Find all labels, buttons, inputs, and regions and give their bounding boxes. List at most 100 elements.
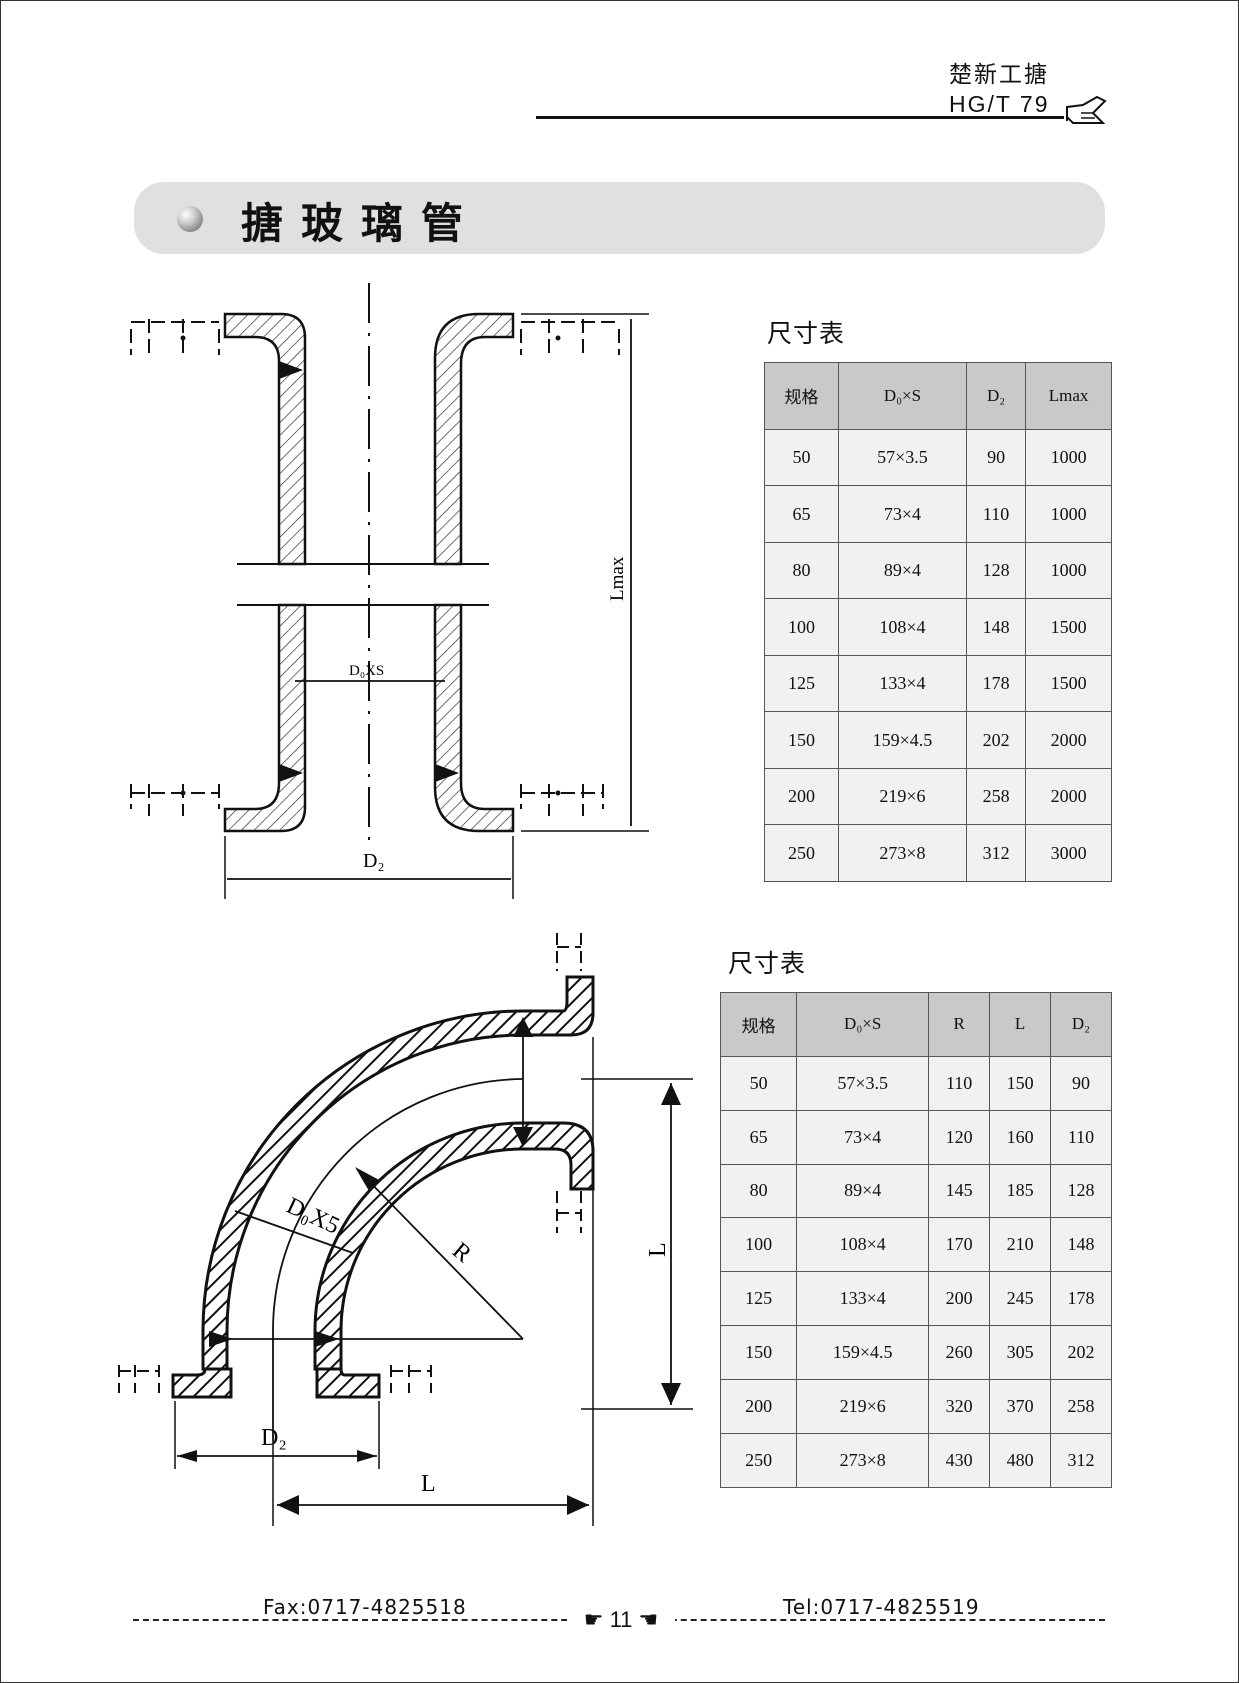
table-title-elbow: 尺寸表 bbox=[728, 949, 807, 978]
table-cell: 200 bbox=[719, 1379, 798, 1435]
table-cell: 273×8 bbox=[796, 1433, 930, 1488]
table-cell: 219×6 bbox=[796, 1379, 930, 1435]
table-cell: 73×4 bbox=[837, 485, 968, 543]
section-title: 搪玻璃管 bbox=[241, 199, 482, 248]
table-cell: 185 bbox=[989, 1163, 1052, 1219]
table-cell: 200 bbox=[764, 767, 839, 826]
table-cell: 65 bbox=[764, 485, 839, 543]
table-cell: 210 bbox=[989, 1217, 1052, 1273]
elbow-diameter-label: D₀X5 bbox=[282, 1193, 343, 1240]
lmax-label: Lmax bbox=[607, 556, 628, 601]
table-cell: 1500 bbox=[1025, 598, 1112, 656]
table-cell: 110 bbox=[965, 485, 1027, 543]
column-header: 规格 bbox=[719, 992, 798, 1057]
table-cell: 73×4 bbox=[796, 1109, 930, 1165]
table-cell: 1000 bbox=[1025, 485, 1112, 543]
table-cell: 65 bbox=[719, 1109, 798, 1165]
table-cell: 89×4 bbox=[837, 541, 968, 600]
table-cell: 160 bbox=[989, 1109, 1052, 1165]
table-cell: 108×4 bbox=[837, 598, 968, 656]
table-cell: 2000 bbox=[1025, 767, 1112, 826]
column-header: D₀×S bbox=[837, 362, 968, 430]
fax-number: Fax:0717-4825518 bbox=[263, 1595, 467, 1619]
table-cell: 250 bbox=[719, 1433, 798, 1488]
table-cell: 258 bbox=[1050, 1379, 1112, 1435]
length-h-label: L bbox=[421, 1471, 436, 1497]
table-cell: 245 bbox=[989, 1271, 1052, 1327]
table-cell: 320 bbox=[928, 1379, 991, 1435]
table-cell: 200 bbox=[928, 1271, 991, 1327]
table-cell: 312 bbox=[1050, 1433, 1112, 1488]
table-cell: 125 bbox=[719, 1271, 798, 1327]
table-cell: 260 bbox=[928, 1325, 991, 1381]
column-header: L bbox=[989, 992, 1052, 1057]
table-cell: 150 bbox=[989, 1055, 1052, 1111]
table-cell: 1000 bbox=[1025, 428, 1112, 487]
table-cell: 178 bbox=[965, 654, 1027, 713]
diameter-label: D₀XS bbox=[349, 663, 384, 679]
column-header: 规格 bbox=[764, 362, 839, 430]
radius-label: R bbox=[447, 1238, 476, 1268]
table-cell: 148 bbox=[1050, 1217, 1112, 1273]
page-number: ☛ 11 ☚ bbox=[567, 1605, 675, 1635]
column-header: R bbox=[928, 992, 991, 1057]
table-cell: 219×6 bbox=[837, 767, 968, 826]
column-header: Lmax bbox=[1025, 362, 1112, 430]
length-v-label: L bbox=[645, 1242, 671, 1257]
pointing-hand-right-icon: ☚ bbox=[638, 1607, 659, 1632]
page-number-value: 11 bbox=[609, 1607, 633, 1632]
table-cell: 430 bbox=[928, 1433, 991, 1488]
table-cell: 1000 bbox=[1025, 541, 1112, 600]
table-cell: 258 bbox=[965, 767, 1027, 826]
table-cell: 159×4.5 bbox=[837, 711, 968, 769]
table-cell: 133×4 bbox=[837, 654, 968, 713]
table-cell: 2000 bbox=[1025, 711, 1112, 769]
table-cell: 170 bbox=[928, 1217, 991, 1273]
table-cell: 150 bbox=[764, 711, 839, 769]
table-cell: 145 bbox=[928, 1163, 991, 1219]
table-cell: 89×4 bbox=[796, 1163, 930, 1219]
table-cell: 159×4.5 bbox=[796, 1325, 930, 1381]
table-cell: 90 bbox=[965, 428, 1027, 487]
section-banner bbox=[134, 182, 1105, 254]
table-cell: 305 bbox=[989, 1325, 1052, 1381]
table-cell: 100 bbox=[764, 598, 839, 656]
table-cell: 57×3.5 bbox=[837, 428, 968, 487]
pen-hand-icon bbox=[1066, 95, 1107, 124]
table-cell: 3000 bbox=[1025, 824, 1112, 882]
table-cell: 57×3.5 bbox=[796, 1055, 930, 1111]
table-cell: 125 bbox=[764, 654, 839, 713]
bullet-ball-icon bbox=[177, 206, 203, 232]
table-cell: 80 bbox=[764, 541, 839, 600]
table-cell: 90 bbox=[1050, 1055, 1112, 1111]
brand-name: 楚新工搪 bbox=[949, 62, 1049, 88]
table-cell: 120 bbox=[928, 1109, 991, 1165]
table-title-straight: 尺寸表 bbox=[767, 319, 846, 348]
table-cell: 148 bbox=[965, 598, 1027, 656]
pointing-hand-left-icon: ☛ bbox=[583, 1607, 604, 1632]
table-cell: 133×4 bbox=[796, 1271, 930, 1327]
table-cell: 250 bbox=[764, 824, 839, 882]
table-cell: 178 bbox=[1050, 1271, 1112, 1327]
table-cell: 312 bbox=[965, 824, 1027, 882]
